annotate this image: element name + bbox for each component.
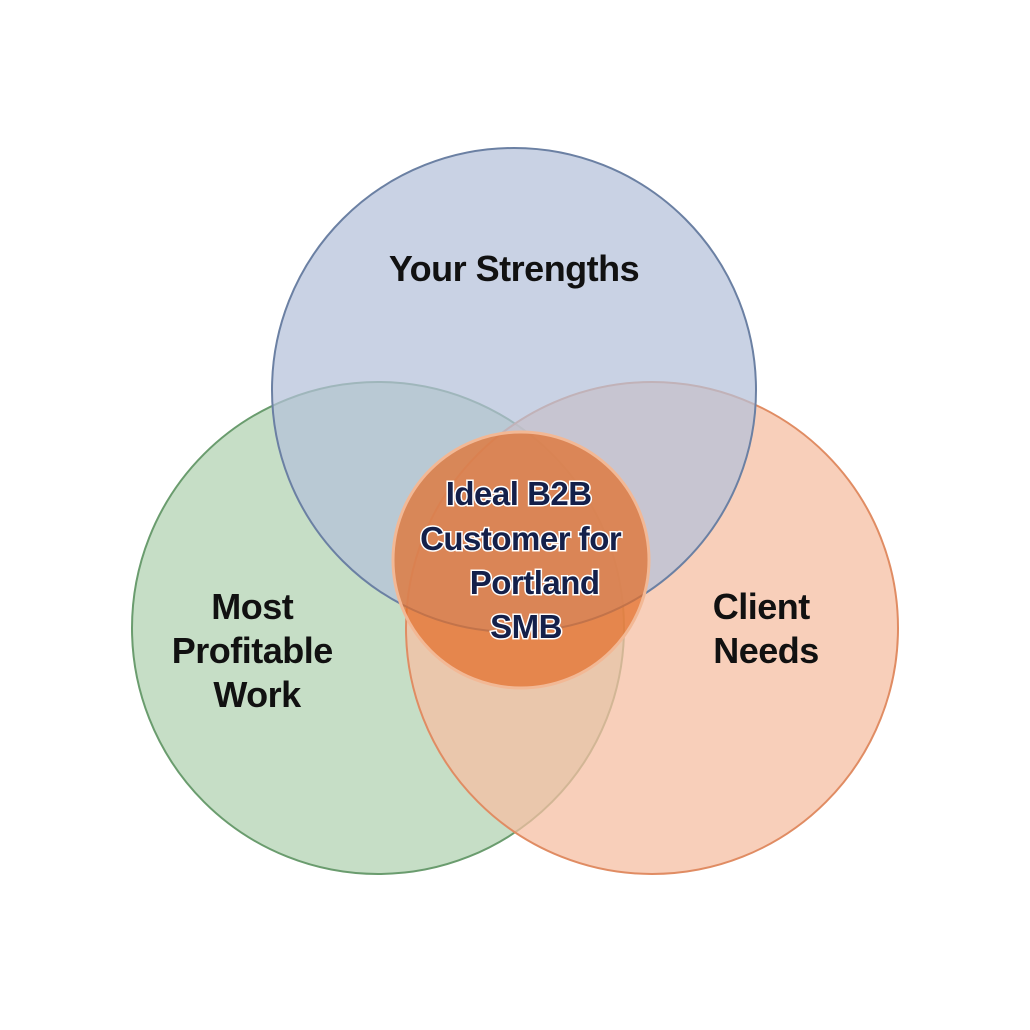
client-needs-label: Client Needs (713, 586, 820, 671)
client-needs-label-line: Client (713, 586, 811, 627)
your-strengths-label: Your Strengths (389, 248, 639, 289)
ideal-customer-label-line: Customer for (420, 520, 622, 557)
ideal-customer-label: Ideal B2B Customer for Portland SMB (420, 475, 630, 645)
most-profitable-work-label-line: Work (213, 674, 302, 715)
your-strengths-label-line: Your Strengths (389, 248, 639, 289)
ideal-customer-center-circle (391, 430, 651, 690)
client-needs-label-line: Needs (713, 630, 819, 671)
most-profitable-work-label: Most Profitable Work (172, 586, 343, 715)
ideal-customer-label-line: Ideal B2B (446, 475, 592, 512)
ideal-customer-label-line: Portland (470, 564, 600, 601)
most-profitable-work-label-line: Most (211, 586, 294, 627)
most-profitable-work-label-line: Profitable (172, 630, 333, 671)
ideal-customer-label-line: SMB (490, 608, 562, 645)
